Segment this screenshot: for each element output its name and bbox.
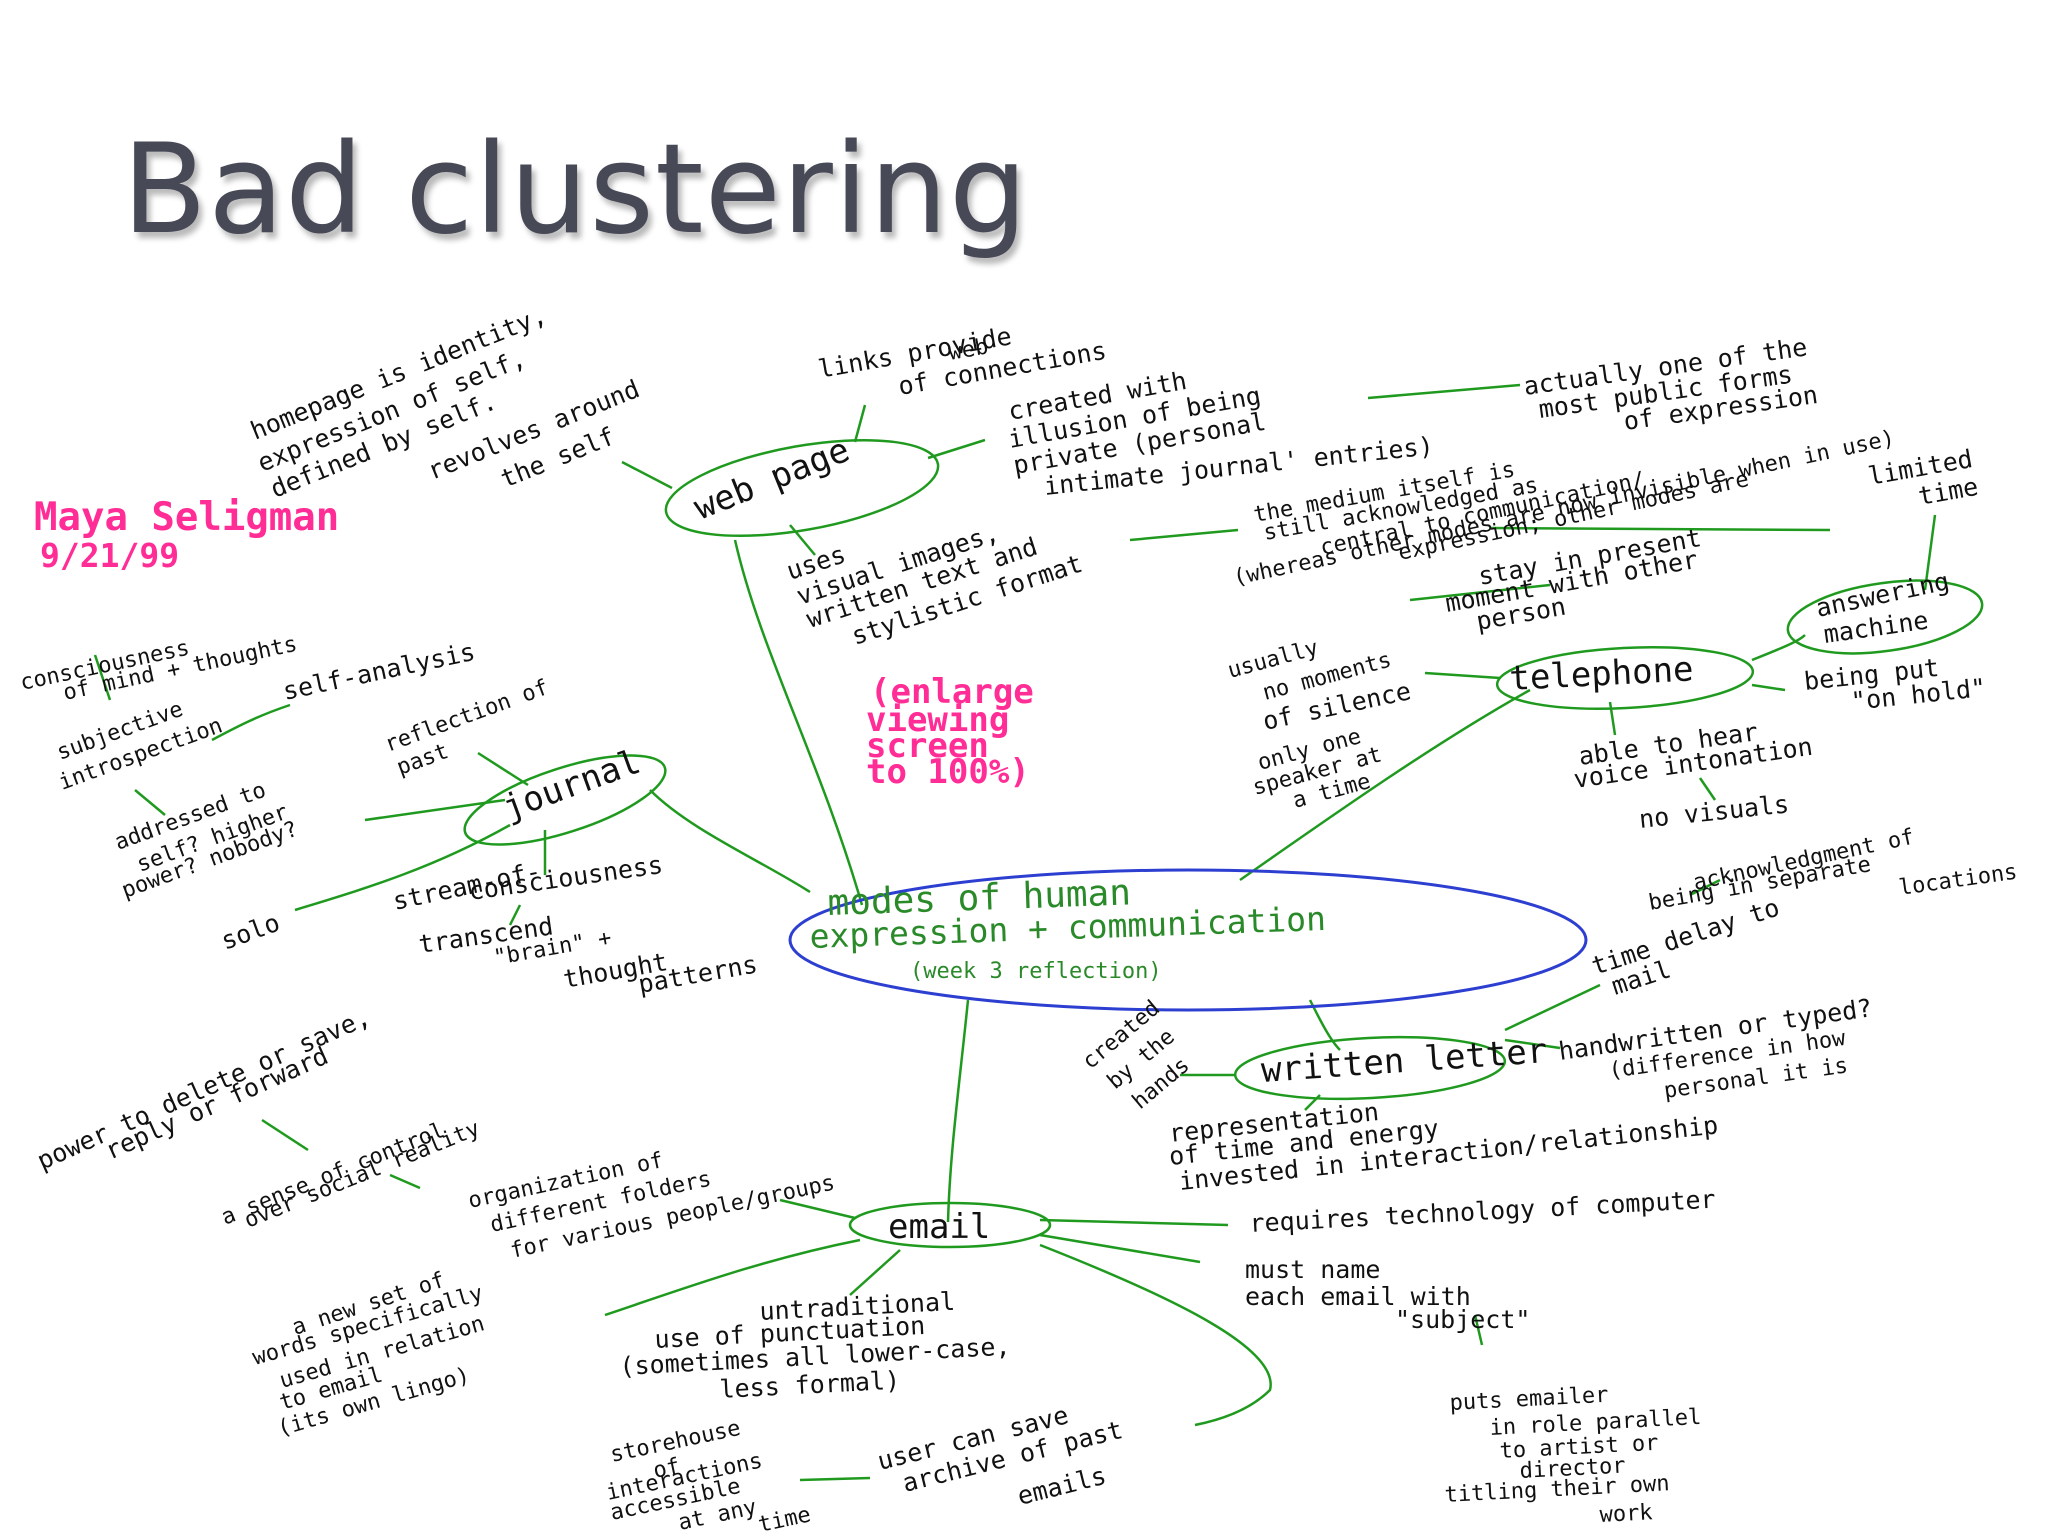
center-label-sub: (week 3 reflection): [910, 959, 1162, 984]
edge-journal-solo: [294, 823, 511, 912]
edge-center-journal: [649, 789, 811, 894]
edge-webpage-uses: [789, 524, 816, 556]
edge-journal-subjective: [134, 789, 166, 816]
enlarge-note: (enlarge viewing screen to 100%): [866, 672, 1034, 792]
journal-label: journal: [497, 742, 645, 829]
stream-line-2: consciousness: [467, 850, 665, 906]
edge-uses-medium: [1129, 528, 1239, 542]
edge-center-telephone: [1239, 688, 1531, 882]
cluster-telephone: telephone answering machine the medium i…: [1225, 426, 1987, 834]
control-line-2: over social reality: [241, 1116, 484, 1233]
email-label: email: [888, 1207, 990, 1247]
edge-email-archive: [1039, 1243, 1272, 1427]
cluster-email: email power to delete or save, reply or …: [33, 1002, 1717, 1536]
web-page-label: web page: [688, 430, 855, 528]
answering-machine-oval: [1786, 579, 1984, 655]
edge-center-letter: [1308, 999, 1341, 1051]
solo-label: solo: [217, 908, 284, 956]
edge-telephone-voice: [1608, 701, 1617, 736]
telephone-label: telephone: [1508, 649, 1694, 699]
enlarge-note-line-2: viewing: [866, 700, 1009, 740]
edge-subject-emailer: [1473, 1314, 1484, 1346]
email-oval: [848, 1201, 1052, 1249]
edge-email-power: [389, 1173, 421, 1190]
telephone-oval: [1495, 646, 1755, 710]
connector-lines: [93, 383, 1937, 1482]
acknowledgment-line-3: locations: [1897, 860, 2019, 901]
web-page-oval: [664, 438, 940, 538]
subject-line-1: must name: [1245, 1255, 1380, 1284]
visuals-label: no visuals: [1638, 789, 1791, 834]
edge-center-webpage: [733, 539, 864, 906]
edge-email-folders: [779, 1198, 856, 1220]
subject-line-3: "subject": [1395, 1305, 1530, 1334]
edge-email-punctuation: [849, 1249, 901, 1296]
enlarge-note-line-1: (enlarge: [870, 672, 1034, 712]
enlarge-note-line-4: to 100%): [866, 752, 1030, 792]
edge-telephone-hold: [1751, 683, 1786, 692]
edge-center-email: [946, 999, 970, 1223]
archive-line-3: emails: [1014, 1461, 1109, 1511]
edge-email-control: [261, 1118, 309, 1152]
center-node: modes of human expression + communicatio…: [788, 868, 1588, 1012]
edge-telephone-silence: [1424, 671, 1501, 680]
edge-telephone-answering: [1751, 634, 1806, 662]
author-date: 9/21/99: [40, 536, 179, 575]
emailer-line-4: director: [1519, 1453, 1626, 1484]
edge-illusion-public: [1367, 383, 1521, 400]
center-oval: [788, 868, 1588, 1012]
emailer-line-6: work: [1599, 1500, 1653, 1528]
edge-telephone-stay: [1409, 583, 1551, 602]
written-letter-label: written letter: [1260, 1031, 1549, 1091]
edge-journal-reflection: [477, 751, 529, 787]
author-name: Maya Seligman: [34, 495, 339, 540]
self-analysis-label: self-analysis: [280, 637, 477, 706]
reflection-line-1: reflection of: [382, 675, 552, 757]
edge-journal-selfanalysis: [211, 703, 291, 742]
power-line-1: power to delete or save,: [33, 1002, 375, 1175]
author-block: Maya Seligman 9/21/99: [34, 495, 339, 575]
edge-webpage-links: [853, 404, 867, 443]
cluster-web-page: web page homepage is identity, expressio…: [246, 300, 1819, 650]
journal-oval: [463, 754, 667, 846]
edge-letter-acknowledgment: [1689, 878, 1721, 897]
edge-telephone-medium: [1489, 526, 1831, 532]
written-letter-oval: [1233, 1035, 1507, 1101]
edge-voice-visuals: [1698, 777, 1717, 801]
edge-archive-storehouse: [799, 1476, 871, 1482]
enlarge-note-line-3: screen: [866, 726, 989, 766]
subject-line-2: each email with: [1245, 1282, 1471, 1311]
edge-letter-handwritten: [1504, 1038, 1561, 1050]
edge-telephone-limited: [1923, 514, 1937, 591]
slide-title: Bad clustering: [122, 118, 1029, 262]
edge-letter-delay: [1504, 983, 1601, 1032]
edge-stream-transcend: [508, 904, 522, 926]
storehouse-line-2: of: [651, 1454, 682, 1484]
edge-journal-addressed: [364, 798, 506, 822]
edge-webpage-illusion: [927, 438, 986, 460]
edge-email-words: [604, 1238, 861, 1317]
edge-email-subject: [1039, 1233, 1201, 1264]
technology-label: requires technology of computer: [1249, 1185, 1716, 1238]
edge-email-technology: [1039, 1218, 1229, 1227]
edge-webpage-homepage: [621, 460, 673, 490]
storehouse-line-6: time: [756, 1502, 813, 1536]
edge-journal-consciousness: [93, 654, 112, 701]
